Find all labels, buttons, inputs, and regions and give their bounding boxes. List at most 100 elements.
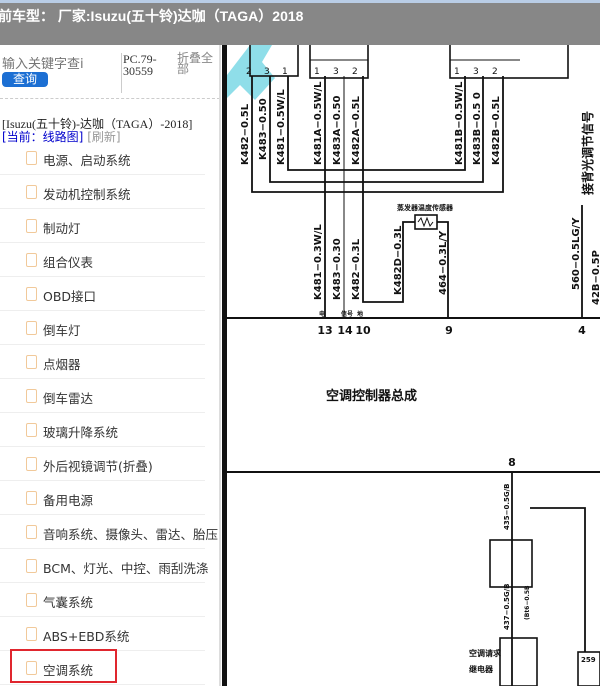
wire-label: K482−0.5L: [240, 103, 251, 165]
sidebar-item[interactable]: 玻璃升降系统: [0, 413, 205, 447]
search-button[interactable]: 查询: [2, 72, 48, 87]
vehicle-title: 前车型： 厂家:Isuzu(五十铃)达咖（TAGA）2018: [0, 8, 304, 24]
relay-label-1: 空调请求: [469, 648, 502, 658]
pin-10: 10: [355, 324, 371, 337]
wires: [227, 76, 600, 686]
watermark: [227, 45, 275, 100]
relay-box: [499, 637, 538, 687]
file-icon: [26, 525, 37, 539]
wire-label: K481B−0.5W/L: [454, 81, 465, 165]
current-location: [当前：线路图] [刷新]: [2, 128, 121, 145]
sidebar-item-label: 制动灯: [43, 221, 81, 236]
connector-pin: 2: [246, 67, 252, 77]
file-icon: [26, 559, 37, 573]
pin-label-ground: 地: [357, 310, 363, 318]
pin-label-power: 电: [319, 310, 325, 318]
file-icon: [26, 287, 37, 301]
sidebar-item[interactable]: 组合仪表: [0, 243, 205, 277]
wire-label: K481−0.3W/L: [313, 224, 324, 300]
file-icon: [26, 457, 37, 471]
connector-pin: 1: [454, 67, 460, 77]
sensor-label: 蒸发器温度传感器: [397, 203, 454, 212]
wire-label: (Bt6−0.5B: [524, 585, 531, 620]
sidebar-item[interactable]: ABS+EBD系统: [0, 617, 205, 651]
file-icon: [26, 321, 37, 335]
sidebar-item[interactable]: 倒车雷达: [0, 379, 205, 413]
fold-all-link[interactable]: 折叠全部: [177, 51, 214, 76]
wire-label: K481A−0.5W/L: [313, 81, 324, 165]
connector-boxes: [249, 39, 569, 79]
sidebar-item-label: 空调系统: [43, 663, 94, 678]
sidebar-item-label: 电源、启动系统: [43, 153, 131, 168]
sidebar-item[interactable]: 备用电源: [0, 481, 205, 515]
pin-4: 4: [578, 324, 586, 337]
sidebar-item-label: ABS+EBD系统: [43, 629, 130, 644]
wire-label: K482D−0.3L: [393, 225, 404, 295]
sidebar-item[interactable]: OBD接口: [0, 277, 205, 311]
sidebar-item[interactable]: BCM、灯光、中控、雨刮洗涤: [0, 549, 208, 583]
wire-label: 42B−0.5P: [591, 250, 600, 305]
sidebar-item[interactable]: 音响系统、摄像头、雷达、胎压: [0, 515, 218, 549]
file-icon: [26, 661, 37, 675]
connector-pin: 3: [333, 67, 339, 77]
pin-8: 8: [508, 456, 516, 469]
sidebar-item[interactable]: 气囊系统: [0, 583, 205, 617]
pin-13: 13: [317, 324, 332, 337]
sidebar-item-label: OBD接口: [43, 289, 97, 304]
splitter[interactable]: [222, 45, 227, 686]
divider: [0, 98, 219, 99]
sidebar-item-label: 备用电源: [43, 493, 94, 508]
wire-label: K483B−0.5 0: [472, 92, 483, 165]
sidebar-item[interactable]: 点烟器: [0, 345, 205, 379]
connector-pin: 1: [314, 67, 320, 77]
controller-label: 空调控制器总成: [326, 388, 417, 404]
wire-label: K483−0.30: [332, 238, 343, 300]
sidebar-item[interactable]: 制动灯: [0, 209, 205, 243]
file-icon: [26, 627, 37, 641]
box-259-label: 259: [581, 656, 596, 664]
connector-pin: 2: [352, 67, 358, 77]
file-icon: [26, 593, 37, 607]
file-icon: [26, 219, 37, 233]
title-bar: 前车型： 厂家:Isuzu(五十铃)达咖（TAGA）2018: [0, 0, 600, 45]
car-model: [Isuzu(五十铃)-达咖（TAGA）-2018]: [2, 117, 193, 131]
pin-9: 9: [445, 324, 453, 337]
connector-pin: 1: [282, 67, 288, 77]
connector-pin: 3: [264, 67, 270, 77]
sidebar-item[interactable]: 空调系统: [0, 649, 205, 685]
refresh-link[interactable]: [刷新]: [87, 130, 121, 144]
pin-14: 14: [337, 324, 353, 337]
wire-label: K482B−0.5L: [491, 96, 502, 165]
file-icon: [26, 253, 37, 267]
sensor-symbol: [414, 214, 438, 230]
connector-pin: 2: [492, 67, 498, 77]
current-view: [当前：线路图]: [2, 130, 84, 144]
wire-label: K481−0.5W/L: [276, 89, 287, 165]
wire-label: K483A−0.50: [332, 96, 343, 165]
pc-code: PC.79-30559: [121, 53, 171, 93]
file-icon: [26, 423, 37, 437]
file-icon: [26, 491, 37, 505]
sidebar-item[interactable]: 倒车灯: [0, 311, 205, 345]
sidebar-item-label: 发动机控制系统: [43, 187, 131, 202]
wire-label: K482A−0.5L: [351, 96, 362, 165]
sidebar-item[interactable]: 电源、启动系统: [0, 141, 205, 175]
wire-label: K482−0.3L: [351, 238, 362, 300]
sidebar-item[interactable]: 外后视镜调节(折叠): [0, 447, 205, 481]
wire-label: K483−0.50: [258, 98, 269, 160]
pin-label-signal: 信号: [341, 310, 353, 318]
wire-label: 464−0.3L/Y: [438, 230, 449, 295]
sidebar-item-label: 玻璃升降系统: [43, 425, 119, 440]
search-input[interactable]: [2, 57, 117, 72]
signal-label: 接背光调节信号: [580, 111, 595, 195]
file-icon: [26, 389, 37, 403]
system-list: 电源、启动系统发动机控制系统制动灯组合仪表 OBD接口倒车灯点烟器倒车雷达玻璃升降…: [0, 141, 218, 685]
sidebar-item-label: 倒车雷达: [43, 391, 94, 406]
relay-label-2: 继电器: [469, 664, 494, 674]
wire-label: 435−0.5G/B: [503, 483, 511, 530]
sidebar-item[interactable]: 发动机控制系统: [0, 175, 205, 209]
sidebar-item-label: 气囊系统: [43, 595, 94, 610]
sidebar-item-label: 音响系统、摄像头、雷达、胎压: [43, 527, 219, 542]
file-icon: [26, 355, 37, 369]
